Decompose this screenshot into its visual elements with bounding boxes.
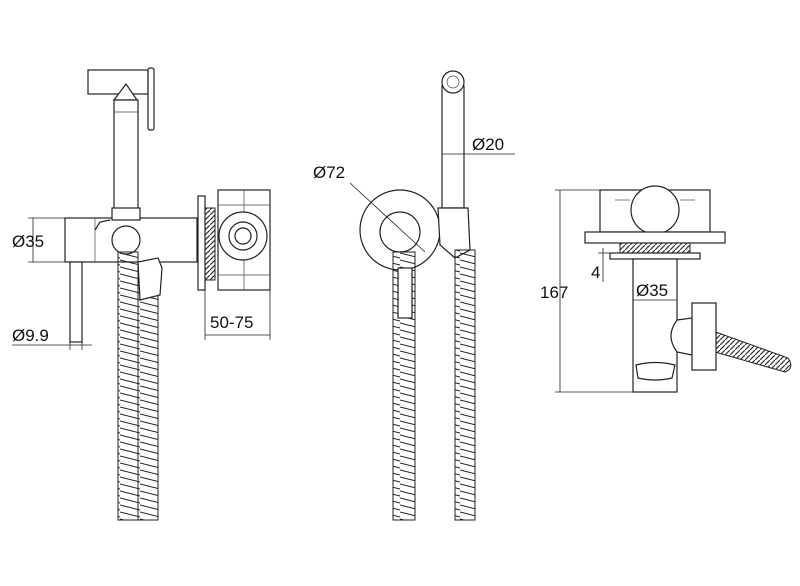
- front-view: Ø35 Ø9.9 50-75: [12, 67, 271, 521]
- front-dimensions: Ø35 Ø9.9 50-75: [12, 217, 271, 350]
- section-dimensions: 167 4 Ø35: [540, 189, 677, 393]
- spray-head: [87, 67, 155, 213]
- side-dimensions: Ø72 Ø20: [313, 135, 515, 253]
- dim-plate-thickness: 4: [591, 263, 600, 282]
- dim-plate-diameter: Ø72: [313, 163, 345, 182]
- dim-height: 167: [540, 283, 568, 302]
- dim-handle-diameter: Ø20: [472, 135, 504, 154]
- side-view: Ø72 Ø20: [313, 70, 515, 521]
- dim-section-body-diameter: Ø35: [636, 281, 668, 300]
- dim-pipe-diameter: Ø9.9: [12, 326, 49, 345]
- concealed-box: [197, 189, 271, 291]
- section-view: 167 4 Ø35: [540, 185, 792, 393]
- dim-wall-depth: 50-75: [210, 313, 253, 332]
- dim-body-diameter: Ø35: [12, 232, 44, 251]
- hoses-front: [117, 251, 163, 521]
